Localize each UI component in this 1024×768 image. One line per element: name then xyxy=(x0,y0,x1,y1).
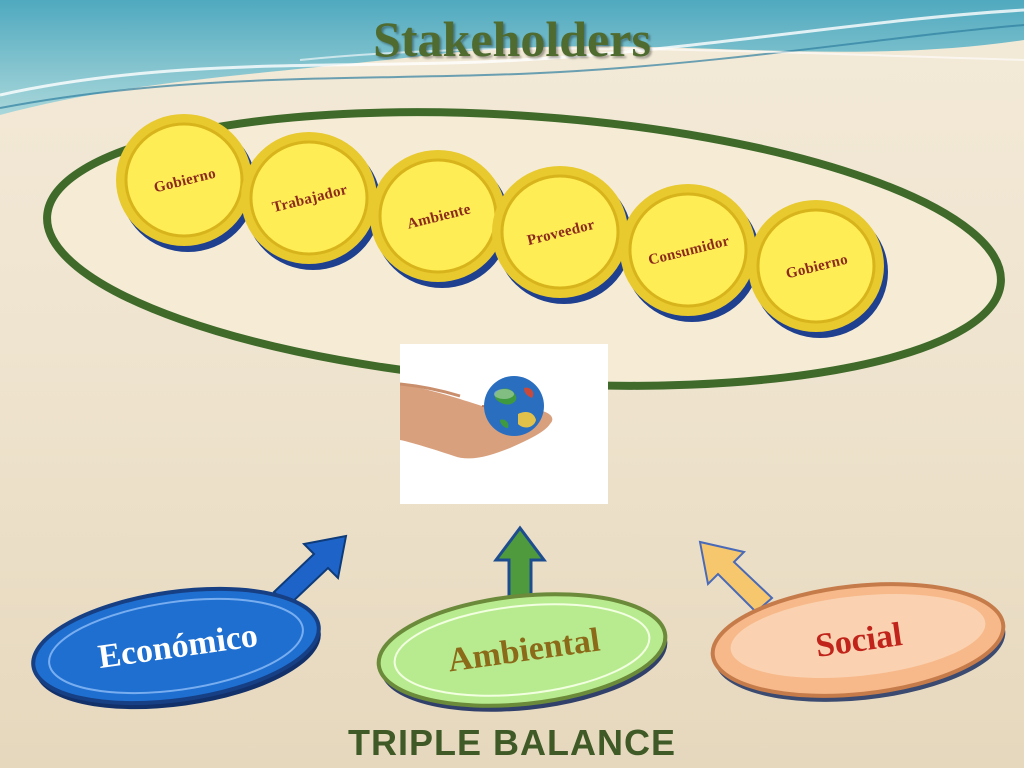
coin-icon xyxy=(748,200,888,338)
stakeholder-coin-trabajador: Trabajador xyxy=(235,124,385,274)
coin-icon xyxy=(370,150,510,288)
arrow-social-icon xyxy=(698,540,774,614)
hand-globe-image xyxy=(400,344,608,504)
pillar-social: Social xyxy=(706,576,1012,706)
triple-balance-caption: TRIPLE BALANCE xyxy=(348,722,676,763)
pillar-ambiental: Ambiental xyxy=(374,586,674,716)
header-wave-decoration xyxy=(0,0,1024,115)
stakeholder-coin-ambiente: Ambiente xyxy=(364,142,514,292)
coin-icon xyxy=(492,166,632,304)
coin-icon xyxy=(620,184,760,322)
oval-social-shape xyxy=(710,582,1006,702)
coin-icon xyxy=(241,132,381,270)
stakeholder-coin-gobierno: Gobierno xyxy=(110,106,260,256)
oval-ambiental-shape xyxy=(376,592,668,712)
coin-icon xyxy=(116,114,256,252)
pillar-economico: Económico xyxy=(28,582,328,712)
stakeholder-coin-proveedor: Proveedor xyxy=(486,158,636,308)
hand-holding-globe-icon xyxy=(400,376,553,459)
stakeholder-coin-gobierno-2: Gobierno xyxy=(742,192,892,342)
oval-economico-shape xyxy=(31,586,321,710)
slide-title: Stakeholders xyxy=(373,11,651,67)
stakeholder-coin-consumidor: Consumidor xyxy=(614,176,764,326)
